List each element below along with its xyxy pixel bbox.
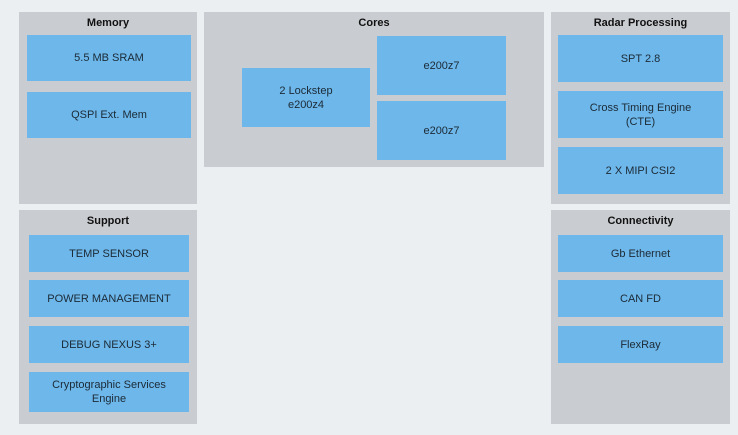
support-debug-nexus-block: DEBUG NEXUS 3+ xyxy=(29,326,189,363)
radar-processing-panel: Radar Processing SPT 2.8 Cross Timing En… xyxy=(551,12,730,204)
cores-panel: Cores 2 Lockstep e200z4 e200z7 e200z7 xyxy=(204,12,544,167)
radar-cte-block: Cross Timing Engine (CTE) xyxy=(558,91,723,138)
support-crypto-line-1: Cryptographic Services xyxy=(52,379,166,391)
support-temp-sensor-block: TEMP SENSOR xyxy=(29,235,189,272)
core-lockstep-line-1: 2 Lockstep xyxy=(279,84,333,97)
core-lockstep-line-2: e200z4 xyxy=(287,98,325,111)
connectivity-gb-ethernet-block: Gb Ethernet xyxy=(558,235,723,272)
connectivity-title: Connectivity xyxy=(607,215,674,227)
support-power-management-block: POWER MANAGEMENT xyxy=(29,280,189,317)
core-e200z7-a-block: e200z7 xyxy=(377,36,506,95)
memory-sram-block: 5.5 MB SRAM xyxy=(27,35,191,81)
radar-processing-title: Radar Processing xyxy=(593,17,688,29)
radar-cte-line-1: Cross Timing Engine xyxy=(589,101,692,114)
core-e200z7-b-block: e200z7 xyxy=(377,101,506,160)
memory-title: Memory xyxy=(86,17,130,29)
radar-mipi-block: 2 X MIPI CSI2 xyxy=(558,147,723,194)
radar-spt-block: SPT 2.8 xyxy=(558,35,723,82)
radar-cte-line-2: (CTE) xyxy=(625,115,656,128)
support-crypto-line-2: Engine xyxy=(91,393,127,405)
connectivity-can-fd-block: CAN FD xyxy=(558,280,723,317)
memory-qspi-block: QSPI Ext. Mem xyxy=(27,92,191,138)
support-panel: Support TEMP SENSOR POWER MANAGEMENT DEB… xyxy=(19,210,197,424)
support-title: Support xyxy=(86,215,130,227)
support-crypto-block: Cryptographic Services Engine xyxy=(29,372,189,412)
connectivity-flexray-block: FlexRay xyxy=(558,326,723,363)
core-lockstep-e200z4-block: 2 Lockstep e200z4 xyxy=(242,68,370,127)
memory-panel: Memory 5.5 MB SRAM QSPI Ext. Mem xyxy=(19,12,197,204)
cores-title: Cores xyxy=(358,17,390,29)
connectivity-panel: Connectivity Gb Ethernet CAN FD FlexRay xyxy=(551,210,730,424)
